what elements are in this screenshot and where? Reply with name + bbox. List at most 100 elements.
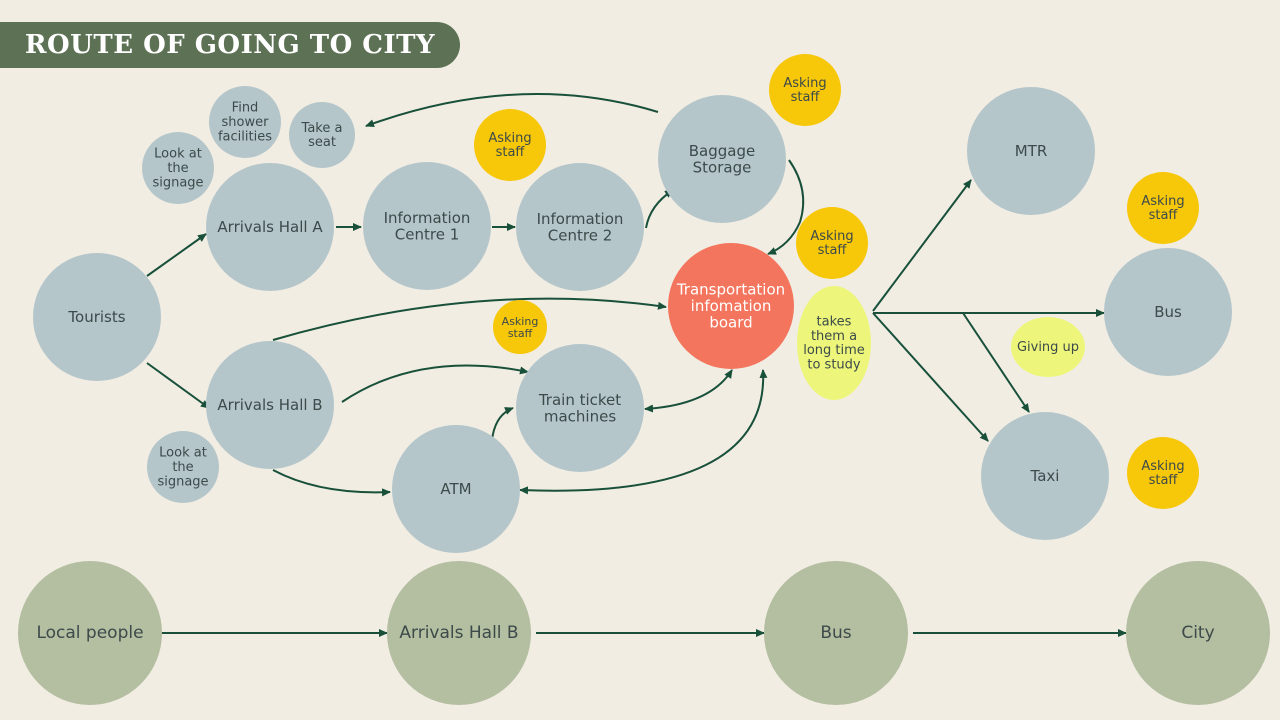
node-shape-local-bus	[764, 561, 908, 705]
node-shape-find-shower	[209, 86, 281, 158]
node-shape-info-centre-1	[363, 162, 491, 290]
node-city: City	[1126, 561, 1270, 705]
arrow-tourists-to-arrivals-hall-a	[146, 233, 207, 277]
node-taxi: Taxi	[981, 412, 1109, 540]
node-shape-asking-staff-info	[474, 109, 546, 181]
node-shape-asking-staff-taxi	[1127, 437, 1199, 509]
node-label-taxi: Taxi	[1030, 467, 1060, 485]
node-shape-atm	[392, 425, 520, 553]
arrow-takes-long-to-taxi	[872, 312, 989, 442]
node-shape-look-signage-a	[142, 132, 214, 204]
node-shape-info-centre-2	[516, 163, 644, 291]
node-shape-local-people	[18, 561, 162, 705]
node-label-tourists: Tourists	[67, 308, 125, 326]
edges-layer	[146, 93, 1127, 637]
node-atm: ATM	[392, 425, 520, 553]
node-shape-asking-staff-train	[493, 300, 547, 354]
node-label-giving-up: Giving up	[1017, 340, 1079, 355]
arrow-baggage-storage-to-transport-board	[767, 159, 805, 255]
node-giving-up: Giving up	[1011, 317, 1085, 377]
node-label-arrivals-hall-b: Arrivals Hall B	[217, 396, 322, 414]
node-shape-local-arrivals-hall-b	[387, 561, 531, 705]
arrow-atm-to-transport-board	[519, 369, 768, 495]
arrow-takes-long-to-taxi-branch	[962, 312, 1030, 413]
node-shape-arrivals-hall-a	[206, 163, 334, 291]
node-shape-baggage-storage	[658, 95, 786, 223]
arrow-takes-long-to-mtr	[872, 179, 972, 312]
arrow-baggage-storage-to-take-seat	[365, 93, 659, 128]
arrow-train-ticket-to-transport-board	[644, 369, 733, 413]
arrow-arrivals-hall-b-to-train-ticket	[341, 364, 529, 403]
node-label-arrivals-hall-a: Arrivals Hall A	[217, 218, 323, 236]
node-shape-taxi	[981, 412, 1109, 540]
node-arrivals-hall-b: Arrivals Hall B	[206, 341, 334, 469]
node-shape-look-signage-b	[147, 431, 219, 503]
arrow-arrivals-hall-b-to-transport-board	[272, 297, 667, 341]
node-shape-tourists	[33, 253, 161, 381]
arrow-atm-to-train-ticket	[491, 407, 514, 441]
node-shape-arrivals-hall-b	[206, 341, 334, 469]
node-label-city: City	[1181, 623, 1214, 643]
node-shape-asking-staff-board	[796, 207, 868, 279]
node-local-arrivals-hall-b: Arrivals Hall B	[387, 561, 531, 705]
title-banner: ROUTE OF GOING TO CITY	[0, 22, 460, 68]
node-label-mtr: MTR	[1015, 142, 1048, 160]
node-shape-asking-staff-baggage	[769, 54, 841, 126]
arrow-info-centre-2-to-baggage-storage	[645, 189, 674, 229]
node-shape-transport-board	[668, 243, 794, 369]
nodes-layer: Tourists Arrivals Hall A Arrivals Hall B In…	[18, 54, 1270, 705]
node-arrivals-hall-a: Arrivals Hall A	[206, 163, 334, 291]
node-label-local-people: Local people	[36, 623, 143, 643]
node-label-local-arrivals-hall-b: Arrivals Hall B	[399, 623, 518, 643]
node-shape-city	[1126, 561, 1270, 705]
node-mtr: MTR	[967, 87, 1095, 215]
node-shape-asking-staff-bus	[1127, 172, 1199, 244]
node-shape-train-ticket	[516, 344, 644, 472]
node-label-bus: Bus	[1154, 303, 1182, 321]
node-label-local-bus: Bus	[820, 623, 851, 643]
node-tourists: Tourists	[33, 253, 161, 381]
arrow-tourists-to-arrivals-hall-b	[146, 362, 210, 409]
node-shape-giving-up	[1011, 317, 1085, 377]
arrow-arrivals-hall-b-to-atm	[272, 469, 391, 497]
node-local-people: Local people	[18, 561, 162, 705]
node-bus: Bus	[1104, 248, 1232, 376]
node-local-bus: Bus	[764, 561, 908, 705]
node-shape-mtr	[967, 87, 1095, 215]
node-label-atm: ATM	[440, 480, 471, 498]
page-title: ROUTE OF GOING TO CITY	[24, 30, 436, 60]
node-shape-bus	[1104, 248, 1232, 376]
